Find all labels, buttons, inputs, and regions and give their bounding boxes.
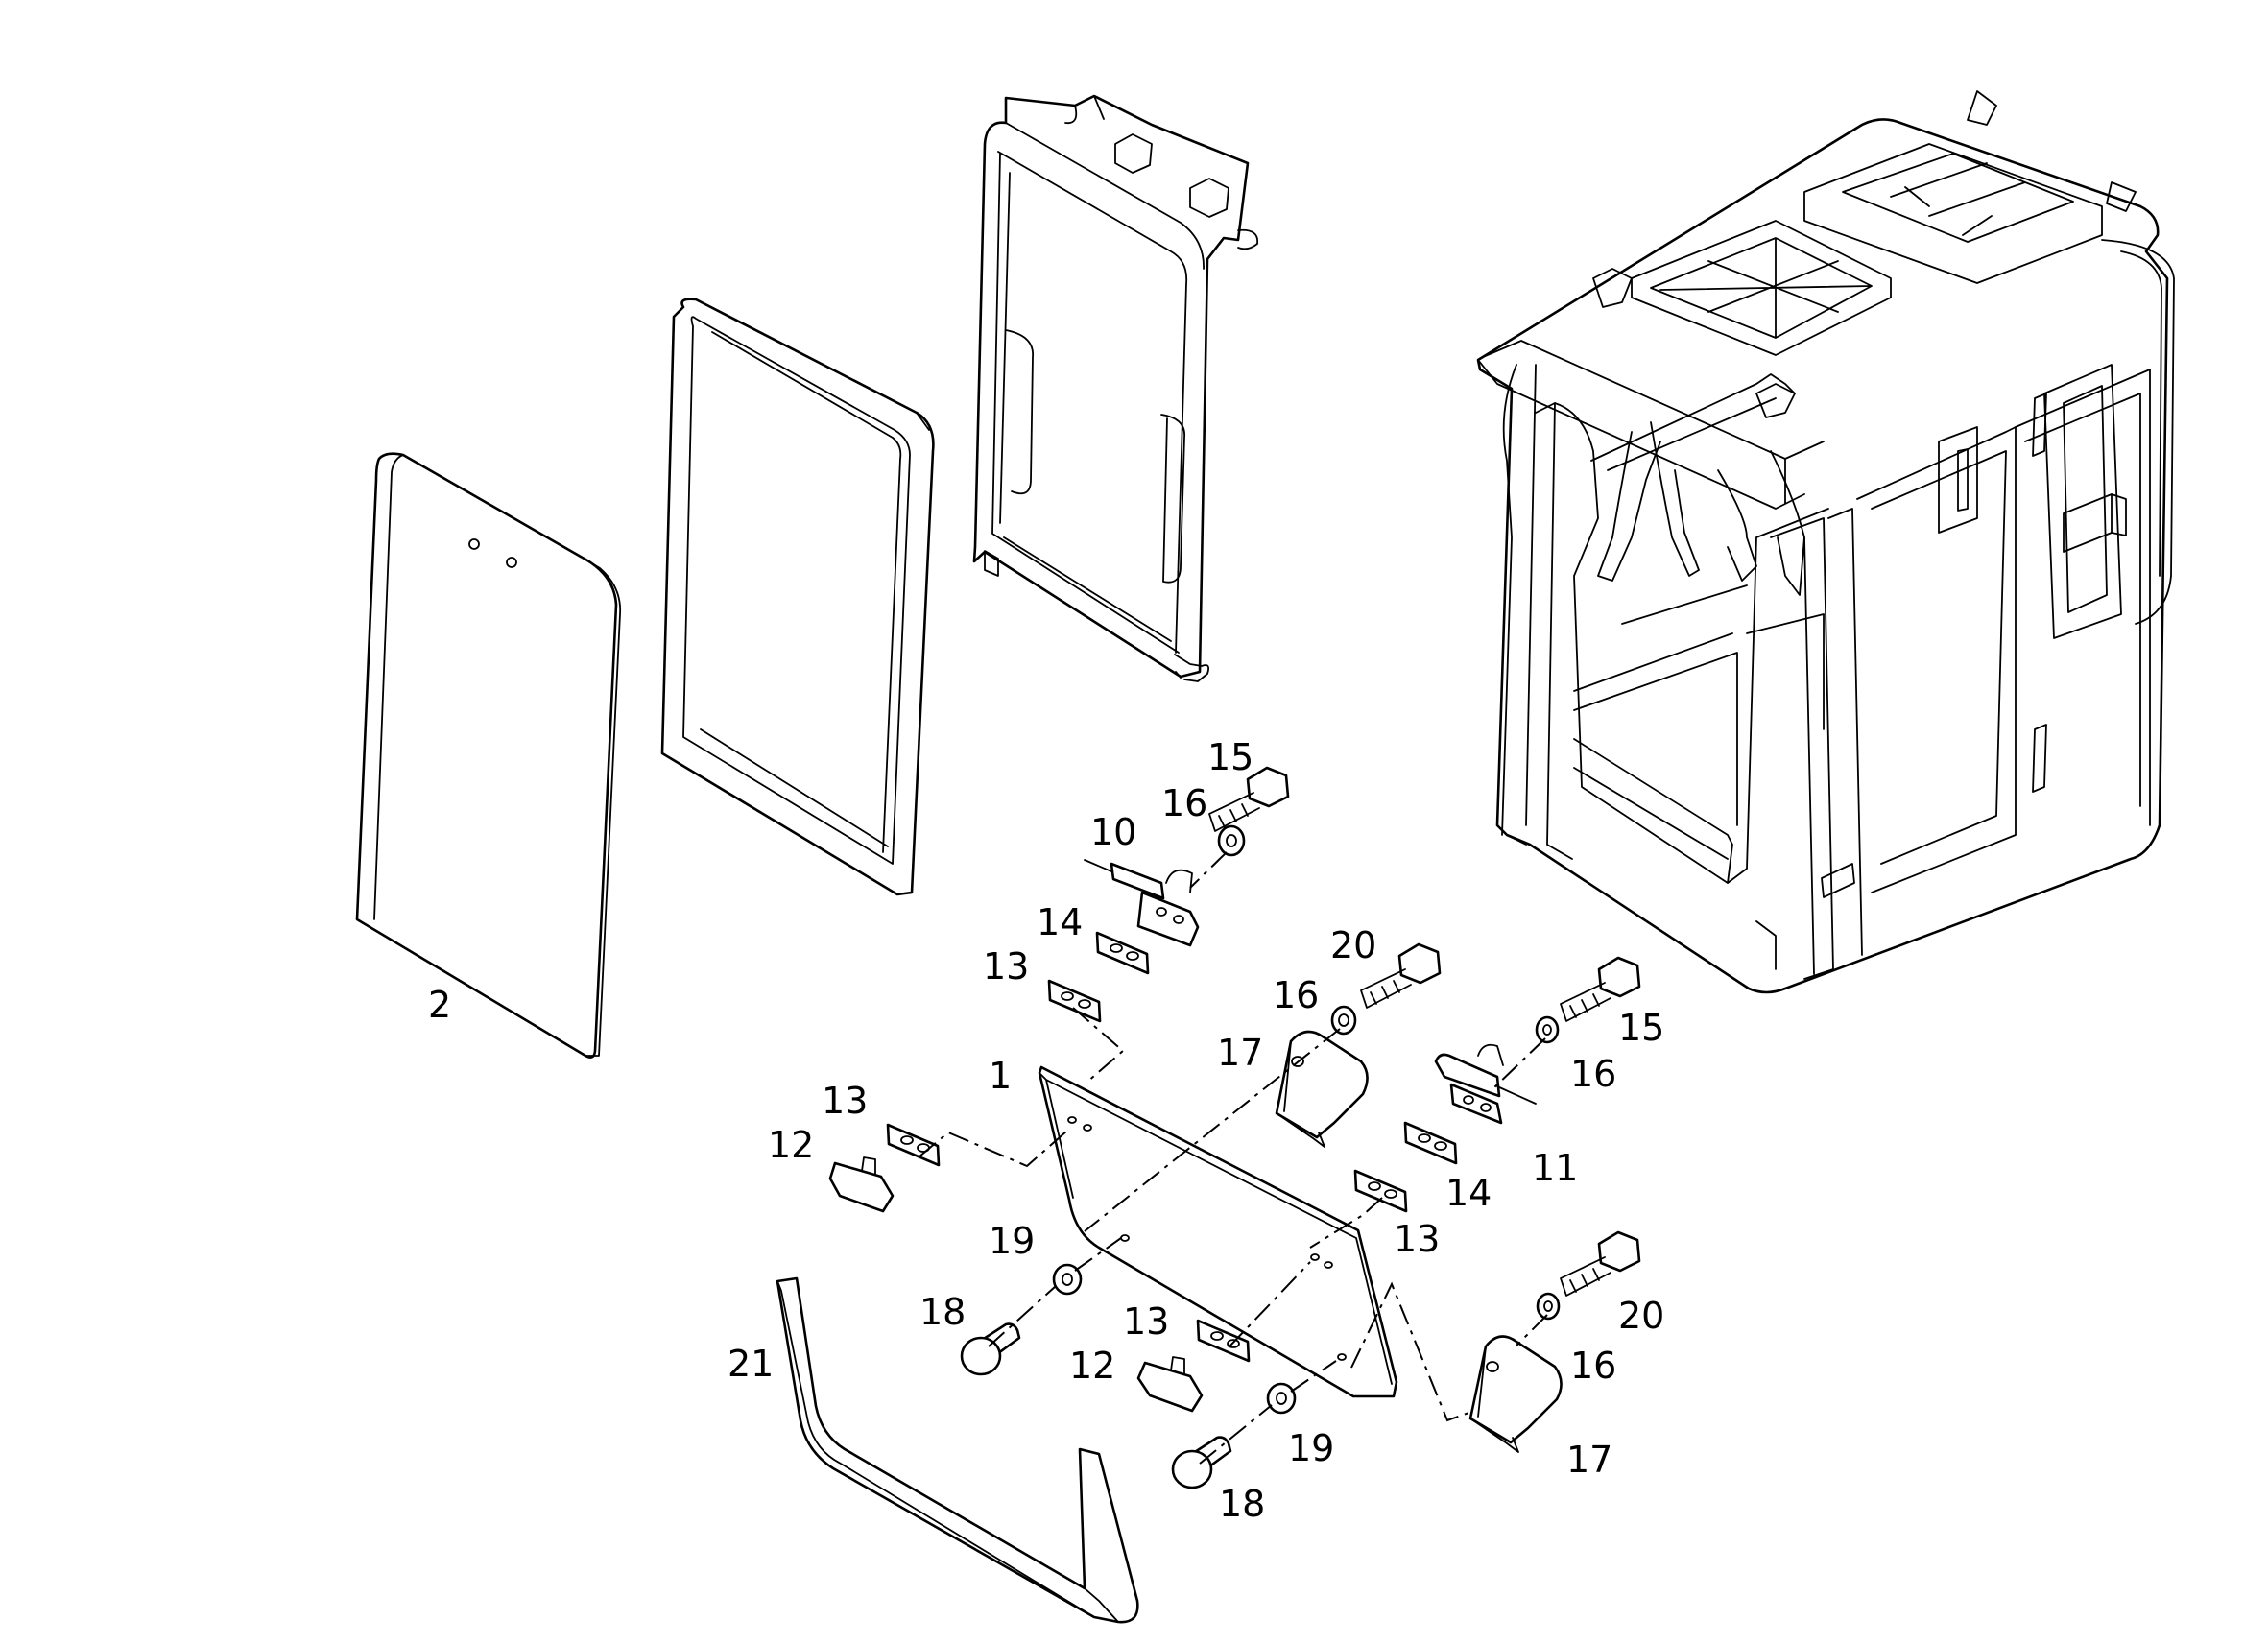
callout-18-lower: 18 — [1219, 1483, 1265, 1525]
callout-20-lower: 20 — [1618, 1295, 1664, 1337]
callout-12-left: 12 — [768, 1124, 814, 1166]
part-2-glass-pane — [355, 452, 622, 1059]
callout-20-upper: 20 — [1330, 924, 1376, 966]
callout-14-right: 14 — [1445, 1172, 1492, 1214]
part-21-seal-strip — [776, 1276, 1139, 1624]
callout-16-center: 16 — [1273, 974, 1319, 1016]
callout-2: 2 — [428, 984, 451, 1026]
callout-labels: 2 15 16 10 14 13 20 16 17 1 13 12 15 16 … — [428, 736, 1664, 1525]
callout-16-lower: 16 — [1570, 1345, 1616, 1387]
callout-19-left: 19 — [989, 1220, 1035, 1262]
callout-17-lower: 17 — [1566, 1439, 1612, 1481]
window-frame — [972, 94, 1259, 682]
callout-15-right: 15 — [1618, 1007, 1664, 1049]
part-1-lower-glass — [1038, 1065, 1398, 1398]
callout-13-upper: 13 — [983, 945, 1029, 988]
hardware-parts — [828, 766, 1641, 1489]
callout-14-upper: 14 — [1037, 901, 1083, 943]
callout-12-lower: 12 — [1069, 1345, 1115, 1387]
window-seal-frame — [660, 298, 935, 896]
callout-19-lower: 19 — [1288, 1427, 1334, 1469]
callout-16-upper: 16 — [1161, 782, 1207, 824]
assembly-leader-lines — [919, 851, 1548, 1465]
callout-11: 11 — [1532, 1147, 1578, 1189]
callout-13-right: 13 — [1394, 1218, 1440, 1260]
callout-15-upper: 15 — [1207, 736, 1253, 778]
callout-18-left: 18 — [919, 1291, 966, 1333]
callout-10: 10 — [1090, 811, 1136, 853]
cab-assembly — [1476, 90, 2175, 994]
callout-13-lower: 13 — [1123, 1300, 1169, 1343]
callout-17-upper: 17 — [1217, 1032, 1263, 1074]
callout-13-left: 13 — [822, 1080, 868, 1122]
callout-1: 1 — [989, 1055, 1012, 1097]
callout-21: 21 — [728, 1343, 774, 1385]
callout-16-right: 16 — [1570, 1053, 1616, 1095]
